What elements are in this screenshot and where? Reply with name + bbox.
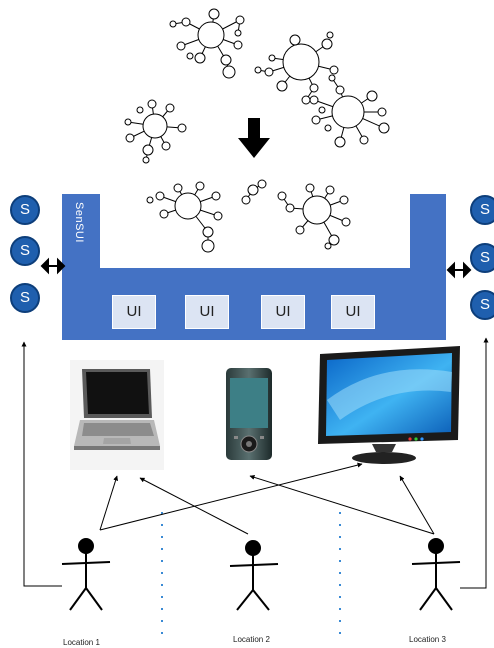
laptop-icon [70, 360, 164, 470]
location-label: Location 3 [409, 635, 446, 644]
ui-component: UI [112, 295, 156, 329]
network-graph-icon [309, 74, 390, 148]
ui-component: UI [261, 295, 305, 329]
service-badge: S [10, 283, 40, 313]
person-icon [229, 540, 279, 611]
ui-component: UI [331, 295, 375, 329]
double-arrow-icon [40, 257, 66, 275]
network-graph-icon [241, 179, 267, 205]
network-graph-icons [124, 8, 390, 164]
service-badge: S [470, 195, 494, 225]
double-arrow-icon [446, 261, 472, 279]
service-badge: S [10, 195, 40, 225]
network-graph-icon [254, 31, 339, 105]
down-arrow-icon [238, 118, 270, 158]
network-graph-icon [146, 181, 223, 253]
ui-component: UI [185, 295, 229, 329]
network-graph-icon [124, 99, 187, 164]
network-graph-icons-inner [146, 179, 351, 253]
connector-arrows [21, 337, 489, 589]
service-badge: S [470, 290, 494, 320]
service-badge: S [10, 236, 40, 266]
location-label: Location 2 [233, 635, 270, 644]
person-icon [411, 538, 461, 611]
platform-label: SenSUI [73, 202, 85, 243]
location-label: Location 1 [63, 638, 100, 647]
network-graph-icon [277, 183, 351, 250]
service-badge: S [470, 243, 494, 273]
smartphone-icon [226, 368, 272, 460]
person-icon [61, 538, 111, 611]
monitor-icon [318, 346, 460, 464]
network-graph-icon [169, 8, 245, 79]
